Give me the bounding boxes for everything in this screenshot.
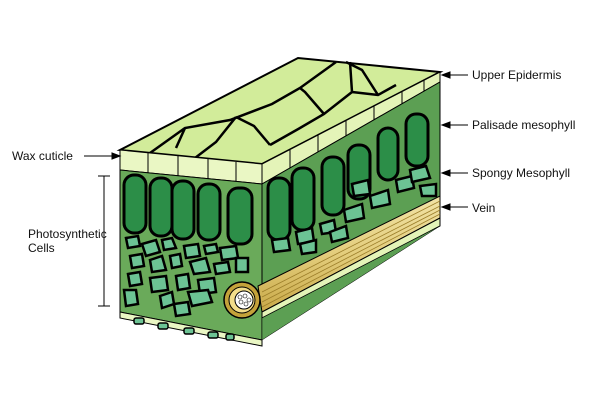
spongy-cell (168, 252, 184, 270)
palisade-cell (376, 126, 400, 182)
palisade-cell (320, 155, 346, 217)
spongy-cell (270, 236, 292, 254)
spongy-cells-side (270, 164, 438, 256)
spongy-cell (368, 188, 392, 210)
spongy-cell (126, 270, 144, 288)
palisade-cells-side (266, 112, 430, 242)
label-wax-cuticle: Wax cuticle (12, 149, 73, 163)
palisade-cell (290, 166, 316, 232)
stomata-cells (133, 317, 235, 341)
palisade-cell (148, 176, 174, 238)
spongy-cell (350, 178, 372, 198)
epidermis-cell-walls (149, 60, 397, 159)
spongy-cell (148, 254, 168, 274)
palisade-cell (404, 112, 430, 168)
spongy-cell (182, 242, 202, 260)
label-upper-epidermis: Upper Epidermis (472, 68, 562, 82)
label-spongy-mesophyll: Spongy Mesophyll (472, 166, 571, 180)
spongy-cell (342, 202, 366, 224)
spongy-cell (128, 252, 146, 270)
spongy-cell (186, 288, 214, 308)
spongy-cell (188, 256, 212, 276)
spongy-cell (328, 224, 350, 244)
label-vein: Vein (472, 201, 496, 215)
palisade-cell (226, 186, 254, 246)
spongy-cell (140, 238, 162, 258)
spongy-cell (212, 260, 232, 276)
xylem-core (234, 290, 254, 310)
spongy-cell (158, 290, 176, 310)
label-palisade-mesophyll: Palisade mesophyll (472, 118, 576, 132)
spongy-cell (234, 256, 250, 274)
palisade-cell (170, 179, 196, 241)
epidermis-front-cell-lines (147, 153, 237, 182)
spongy-cell (172, 300, 192, 318)
label-photosynthetic-cells: Photosynthetic Cells (28, 227, 107, 255)
spongy-cell (202, 242, 220, 256)
palisade-cells-front (122, 173, 254, 246)
label-photosynthetic-line1: Photosynthetic (28, 227, 107, 241)
spongy-cell (408, 164, 432, 184)
spongy-cell (122, 288, 140, 308)
spongy-cell (148, 274, 170, 294)
spongy-cell (394, 174, 416, 194)
palisade-cell (122, 173, 148, 235)
spongy-cell (298, 238, 318, 256)
spongy-cell (160, 236, 178, 252)
label-photosynthetic-line2: Cells (28, 241, 55, 255)
palisade-cell (196, 182, 222, 242)
label-leaders (84, 71, 468, 307)
spongy-cell (174, 272, 192, 292)
spongy-cell (418, 182, 438, 198)
spongy-cells-front (122, 234, 250, 318)
spongy-cell (124, 234, 142, 250)
palisade-cell (266, 176, 292, 242)
vein (223, 195, 441, 319)
side-mesophyll-below-vein (261, 225, 441, 341)
